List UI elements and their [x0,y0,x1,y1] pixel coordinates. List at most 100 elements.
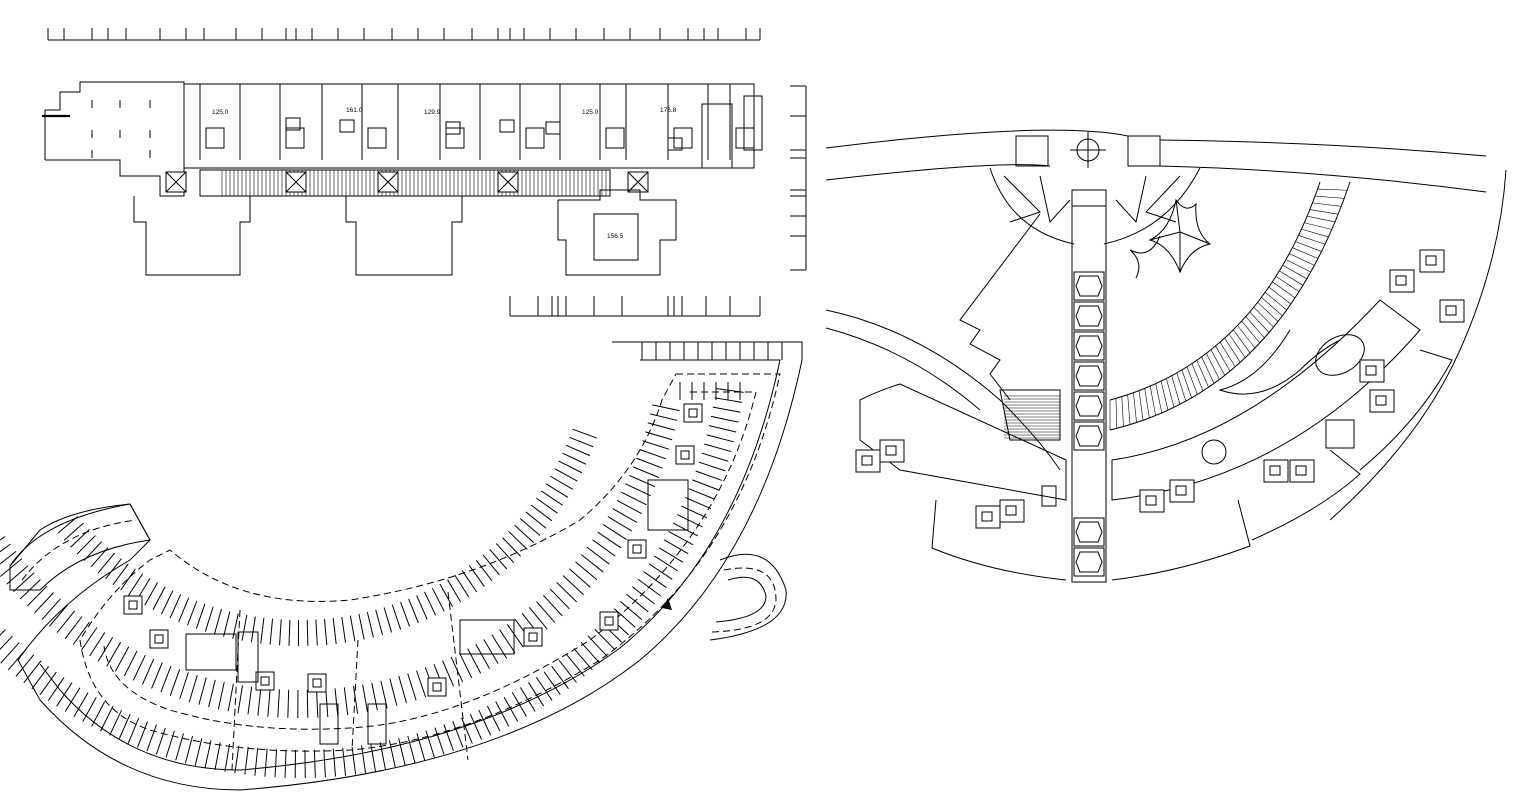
terrace-step [1237,325,1256,349]
small-pavilion [1041,485,1057,507]
residential-block [1389,269,1415,293]
driving-aisle-inner [103,391,757,730]
paving-octagon [1075,395,1103,417]
residential-block [1139,489,1165,513]
terrace-step [1224,337,1241,363]
lift [688,408,698,418]
parking-stall-line [132,654,146,681]
parking-stall-line [0,551,17,565]
parking-stall-line [267,688,271,717]
parking-stall-line [407,673,417,701]
top-dimension-line [47,28,761,41]
terrace-step [1249,311,1270,333]
parking-stall-line [97,637,114,662]
parking-stall-line [287,689,290,718]
parking-stall-line [543,671,561,695]
parking-stall-line [558,460,583,474]
terrace-step [1115,398,1118,429]
residential-block [1289,459,1315,483]
bay-block-right [557,189,677,276]
terrace-step [1219,341,1236,367]
terrace-step [1257,302,1279,322]
parking-stall-line [195,603,206,629]
lift [528,632,538,642]
block-core [1145,495,1157,506]
parking-stall-line [175,733,184,761]
bay-inner-room [593,213,639,261]
traffic-arrow-icon [662,598,672,610]
parking-stall-line [360,745,367,774]
parking-stall-line [447,579,462,603]
parking-stall-line [454,574,470,598]
parking-stall-line [120,568,136,591]
parking-stall-line [0,536,6,541]
parking-stall-line [97,552,116,574]
parking-stall-line [83,541,103,561]
parking-stall-line [416,670,427,698]
parking-stall-line [468,565,485,587]
parking-stall-line [169,594,182,619]
stair-core [499,119,515,133]
stair-steps-left [999,389,1061,441]
parking-stall-line [165,730,175,758]
stair-core [523,627,543,647]
parking-stall-line [34,592,55,614]
parking-stall-line [277,689,280,718]
parking-stall-line [169,669,181,696]
parking-stall-line [416,595,428,620]
parking-stall-line [708,425,737,433]
terrace-step [1171,375,1181,405]
parking-stall-line [562,452,587,465]
unit-area-label: 176.8 [660,107,677,114]
parking-stall-line [684,496,712,510]
parking-stall-line [439,583,453,608]
parking-stall-line [701,452,729,462]
parking-stall-line [569,436,594,448]
parking-stall-line [587,635,608,657]
parking-stall-line [115,646,130,672]
block-core [861,455,873,466]
parking-stall-line [0,642,20,664]
parking-stall-line [0,558,23,577]
parking-stall-line [325,689,329,718]
site-road-edge [825,309,1061,471]
parking-stall-line [658,547,684,563]
parking-stall-line [620,601,643,620]
parking-stall-line [672,522,699,537]
terrace-step [1144,388,1150,419]
parking-stall-line [695,470,723,481]
unit-area-label: 125.0 [212,109,229,116]
paving-octagon [1075,521,1103,543]
parking-stall-line [586,546,610,565]
parking-stall-line [274,749,278,778]
site-plan [825,129,1507,583]
parking-stall-line [530,504,553,522]
lift [680,450,690,460]
parking-stall-line [597,531,622,549]
parking-stall-line [649,413,678,421]
parking-stall-line [442,660,455,687]
residential-block [999,499,1025,523]
paving-tile [1073,391,1105,421]
bathroom [525,127,545,149]
bottom-dimension-line [509,296,761,317]
parking-stall-line [244,746,249,775]
terrace-step [1253,306,1274,328]
block-core [1425,255,1437,266]
block-core [1365,365,1377,376]
terrace-step [1307,215,1336,223]
right-dimension-line [790,85,807,271]
plant-room [185,633,237,671]
terrace-step [1210,349,1226,376]
stair-core [427,677,447,697]
parking-stall-line [594,628,615,650]
parking-stall-line [127,717,140,744]
parking-stall-line [575,561,598,581]
parking-stall-line [626,593,649,613]
terrace-step [1186,366,1198,395]
parking-stall-line [76,535,96,555]
parking-stall-line [400,601,411,627]
terrace-step [1201,356,1215,384]
parking-stall-line [645,431,673,441]
parking-stall-line [232,613,239,639]
